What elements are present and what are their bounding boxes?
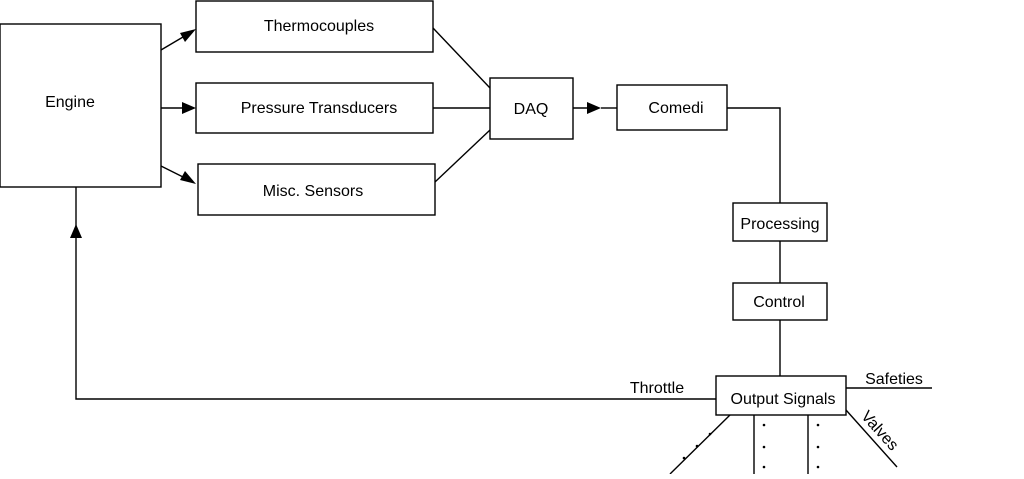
safeties-edge: Safeties — [846, 371, 932, 389]
engine-to-misc-edge — [160, 165, 196, 184]
ellipsis-dot — [762, 465, 766, 469]
engine-to-misc-arrowhead — [180, 171, 196, 184]
ellipsis-dot — [816, 445, 820, 449]
thermocouples-to-daq-line — [432, 27, 491, 89]
output-signals-node: Output Signals — [715, 375, 847, 416]
processing-label: Processing — [740, 216, 819, 233]
thermocouples-node: Thermocouples — [195, 0, 434, 53]
control-box — [732, 282, 828, 321]
engine-to-pressure-edge — [161, 102, 196, 114]
daq-to-comedi-edge — [573, 102, 617, 114]
thermocouples-box — [195, 0, 434, 53]
additional-outputs — [669, 414, 820, 475]
control-node: Control — [732, 282, 828, 321]
comedi-label: Comedi — [648, 100, 703, 117]
control-label: Control — [753, 294, 805, 311]
misc-sensors-box — [197, 163, 436, 216]
ellipsis-dot — [695, 444, 699, 448]
output-line-diagonal — [669, 414, 731, 475]
ellipsis-dot — [816, 465, 820, 469]
throttle-edge: Throttle — [70, 187, 716, 400]
daq-label: DAQ — [514, 101, 549, 118]
processing-box — [732, 202, 828, 242]
misc-to-daq-line — [434, 129, 491, 183]
engine-to-thermocouples-line — [160, 36, 184, 51]
ellipsis-dot — [682, 456, 686, 460]
pressure-transducers-label: Pressure Transducers — [241, 100, 398, 117]
ellipsis-dot — [762, 445, 766, 449]
thermocouples-label: Thermocouples — [264, 18, 374, 35]
daq-box — [489, 77, 574, 140]
ellipsis-dot — [762, 423, 766, 427]
engine-to-pressure-arrowhead — [182, 102, 196, 114]
output-signals-label: Output Signals — [731, 391, 836, 408]
comedi-node: Comedi — [616, 84, 728, 131]
engine-label: Engine — [45, 94, 95, 111]
engine-box — [0, 23, 162, 188]
comedi-to-processing-line — [727, 107, 781, 203]
misc-sensors-label: Misc. Sensors — [263, 183, 363, 200]
daq-node: DAQ — [489, 77, 574, 140]
misc-sensors-node: Misc. Sensors — [197, 163, 436, 216]
engine-node: Engine — [0, 23, 162, 188]
throttle-arrowhead — [70, 224, 82, 238]
engine-to-thermocouples-edge — [160, 29, 196, 51]
pressure-transducers-box — [195, 82, 434, 134]
engine-to-thermocouples-arrowhead — [180, 29, 196, 42]
valves-edge: Valves — [845, 408, 901, 468]
throttle-label: Throttle — [630, 380, 684, 397]
daq-to-comedi-arrowhead — [587, 102, 601, 114]
ellipsis-dot — [816, 423, 820, 427]
throttle-line — [75, 238, 716, 400]
ellipsis-dot — [708, 432, 712, 436]
pressure-transducers-node: Pressure Transducers — [195, 82, 434, 134]
engine-to-misc-line — [160, 165, 184, 178]
safeties-label: Safeties — [865, 371, 923, 388]
processing-node: Processing — [732, 202, 828, 242]
output-signals-box — [715, 375, 847, 416]
valves-line — [845, 409, 898, 468]
